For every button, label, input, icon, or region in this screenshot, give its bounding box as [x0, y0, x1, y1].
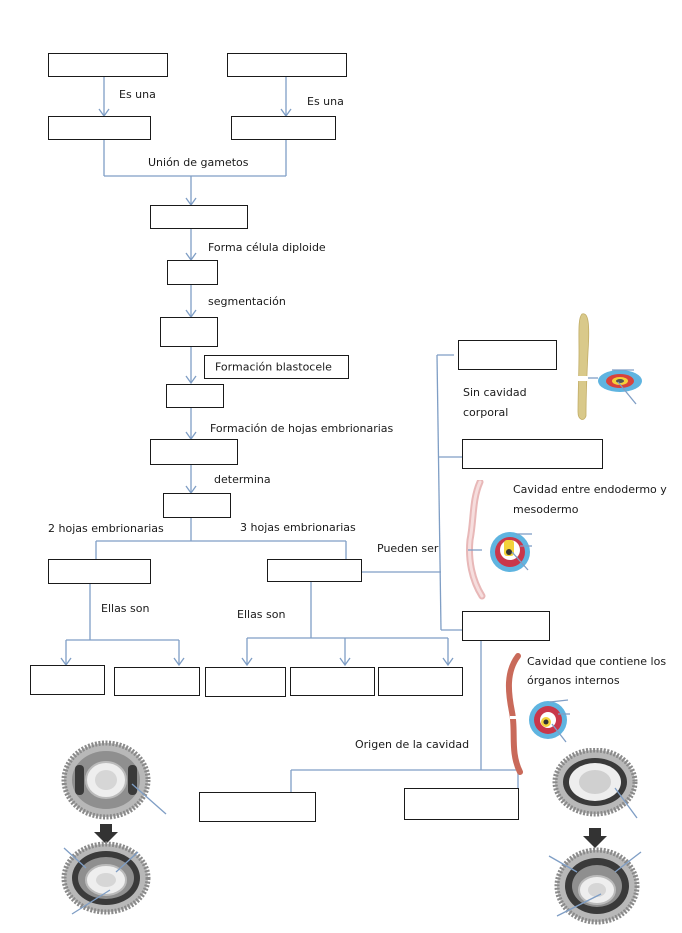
label-formacion-hojas: Formación de hojas embrionarias	[210, 422, 394, 435]
box-gamete-source-right[interactable]	[227, 53, 347, 77]
box-acoelomate[interactable]	[458, 340, 557, 370]
label-origen-cavidad: Origen de la cavidad	[355, 738, 470, 751]
box-pseudocoelomate[interactable]	[462, 439, 603, 469]
box-triblastic[interactable]	[267, 559, 362, 582]
label-tres-hojas: 3 hojas embrionarias	[240, 521, 356, 534]
box-determined[interactable]	[163, 493, 231, 518]
label-ellas-son-right: Ellas son	[237, 608, 286, 621]
box-blastocele[interactable]: Formación blastocele	[204, 355, 349, 379]
box-origin-left[interactable]	[199, 792, 316, 822]
label-pueden-ser: Pueden ser	[377, 542, 439, 555]
box-triblastic-layer-1[interactable]	[205, 667, 286, 697]
box-blastula[interactable]	[166, 384, 224, 408]
box-diblastic[interactable]	[48, 559, 151, 584]
label-forma-celula: Forma célula diploide	[208, 241, 326, 254]
box-zygote[interactable]	[150, 205, 248, 229]
box-gastrula[interactable]	[150, 439, 238, 465]
label-es-una-left: Es una	[119, 88, 156, 101]
box-after-diploid[interactable]	[167, 260, 218, 285]
label-dos-hojas: 2 hojas embrionarias	[48, 522, 164, 535]
flatworm-acoelomate-illustration	[574, 313, 642, 420]
label-ellas-son-left: Ellas son	[101, 602, 150, 615]
enterocoely-embryo-illustration	[548, 748, 642, 925]
box-diblastic-layer-1[interactable]	[30, 665, 105, 695]
schizocoely-embryo-illustration	[61, 740, 167, 915]
box-origin-right[interactable]	[404, 788, 519, 820]
box-triblastic-layer-2[interactable]	[290, 667, 375, 696]
label-segmentacion: segmentación	[208, 295, 286, 308]
box-diblastic-layer-2[interactable]	[114, 667, 200, 696]
label-sin-cavidad: Sin cavidad corporal	[463, 386, 527, 419]
label-cavidad-endo-meso: Cavidad entre endodermo y mesodermo	[513, 483, 667, 516]
label-cavidad-organos: Cavidad que contiene los órganos interno…	[527, 655, 667, 687]
label-union-gametos: Unión de gametos	[148, 156, 249, 169]
label-determina: determina	[214, 473, 271, 486]
box-triblastic-layer-3[interactable]	[378, 667, 463, 696]
box-coelomate[interactable]	[462, 611, 550, 641]
roundworm-pseudocoelomate-illustration	[466, 480, 532, 600]
earthworm-coelomate-illustration	[505, 653, 570, 775]
box-gamete-source-left[interactable]	[48, 53, 168, 77]
box-blastocele-text: Formación blastocele	[215, 360, 332, 374]
box-after-segmentation[interactable]	[160, 317, 218, 347]
box-gamete-left[interactable]	[48, 116, 151, 140]
label-es-una-right: Es una	[307, 95, 344, 108]
box-gamete-right[interactable]	[231, 116, 336, 140]
